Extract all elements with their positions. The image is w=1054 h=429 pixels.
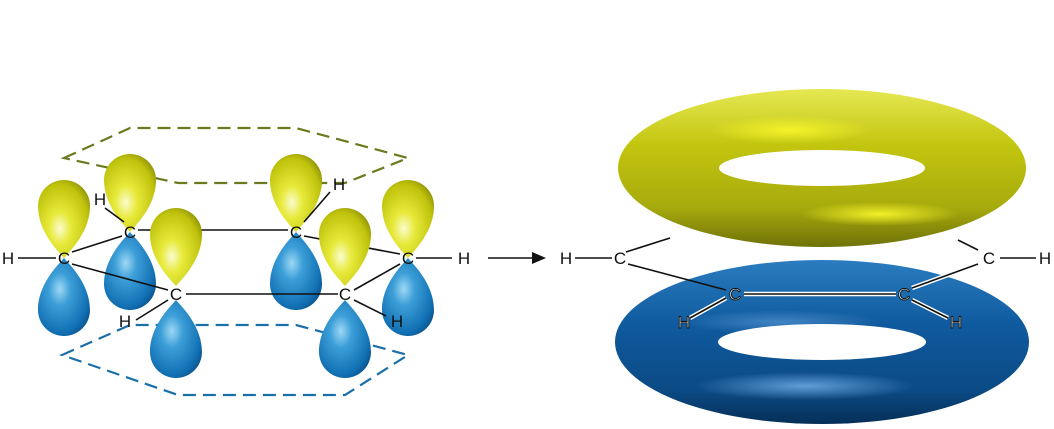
hydrogen-label: H: [333, 175, 345, 194]
carbon-labels-right: C C C C: [614, 249, 995, 304]
carbon-label: C: [729, 285, 741, 304]
arrow-right-icon: [488, 252, 546, 264]
hydrogen-label: H: [560, 249, 572, 268]
hydrogen-labels: H H H H H H: [2, 175, 470, 331]
upper-pi-ring: [618, 89, 1026, 247]
carbon-label: C: [58, 249, 70, 268]
carbon-label: C: [339, 285, 351, 304]
carbon-label: C: [614, 249, 626, 268]
hydrogen-label: H: [458, 249, 470, 268]
carbon-label: C: [402, 249, 414, 268]
hydrogen-label: H: [2, 249, 14, 268]
hydrogen-label: H: [391, 312, 403, 331]
hydrogen-label: H: [94, 190, 106, 209]
hydrogen-label: H: [119, 312, 131, 331]
carbon-label: C: [290, 223, 302, 242]
orbital-lobes-front: [150, 208, 371, 378]
hydrogen-label: H: [950, 313, 962, 332]
carbon-label: C: [898, 285, 910, 304]
carbon-labels: C C C C C C: [58, 223, 414, 304]
orbital-lobes-back: [38, 154, 434, 336]
right-benzene: C C C C H H H H: [560, 89, 1051, 424]
left-benzene: C C C C C C H H H H H H: [2, 126, 470, 397]
carbon-label: C: [170, 285, 182, 304]
top-dashed-hexagon: [60, 126, 412, 185]
hydrogen-label: H: [678, 313, 690, 332]
hydrogen-label: H: [1039, 249, 1051, 268]
sigma-framework: [575, 237, 1036, 321]
lower-pi-ring: [615, 260, 1029, 424]
carbon-label: C: [124, 223, 136, 242]
hydrogen-labels-right: H H H H: [560, 249, 1051, 332]
carbon-label: C: [983, 249, 995, 268]
